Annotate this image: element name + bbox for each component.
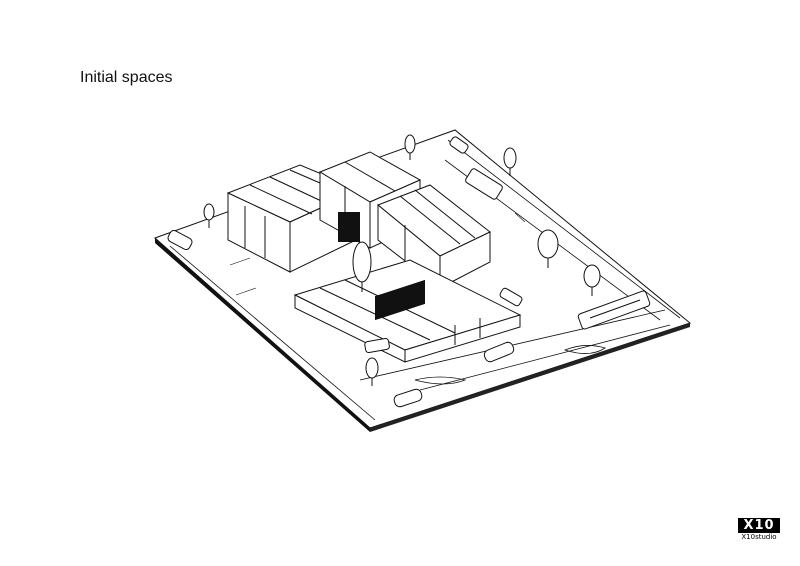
water-puddle bbox=[414, 345, 606, 385]
tree bbox=[203, 134, 601, 386]
school-bus bbox=[577, 290, 651, 330]
logo-text: X10studio bbox=[741, 533, 777, 541]
hatching bbox=[229, 212, 526, 296]
courtyard-tree bbox=[352, 241, 372, 292]
site-platform-edge bbox=[155, 238, 370, 432]
logo-mark: X10 bbox=[738, 518, 780, 533]
vehicle bbox=[167, 136, 523, 408]
page-title: Initial spaces bbox=[80, 69, 173, 86]
studio-logo: X10 X10studio bbox=[738, 518, 780, 542]
